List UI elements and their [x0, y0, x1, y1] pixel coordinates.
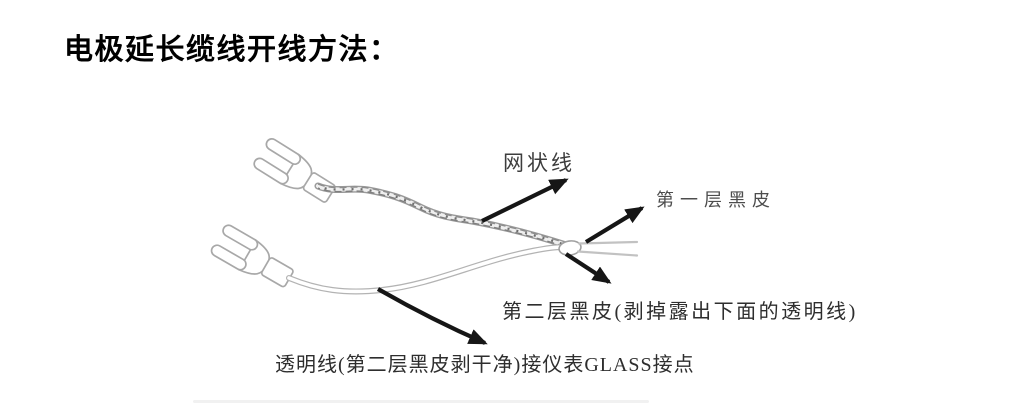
inner-wires — [576, 240, 639, 257]
transparent-wire — [286, 244, 566, 295]
arrow-to-transparent-label — [376, 287, 488, 345]
label-mesh-wire: 网状线 — [503, 151, 575, 175]
fork-terminal-bottom — [210, 224, 294, 288]
fork-terminal-top — [253, 138, 336, 203]
arrow-to-second-layer-label — [564, 252, 612, 284]
arrow-to-mesh-label — [481, 178, 569, 223]
label-transparent-wire: 透明线(第二层黑皮剥干净)接仪表GLASS接点 — [275, 354, 695, 376]
label-first-black-layer: 第一层黑皮 — [656, 190, 776, 210]
divider-line — [193, 400, 649, 403]
mesh-wire — [314, 182, 570, 249]
page-title: 电极延长缆线开线方法： — [64, 34, 400, 66]
label-second-black-layer: 第二层黑皮(剥掉露出下面的透明线) — [502, 301, 858, 323]
arrow-to-first-layer-label — [584, 206, 645, 244]
